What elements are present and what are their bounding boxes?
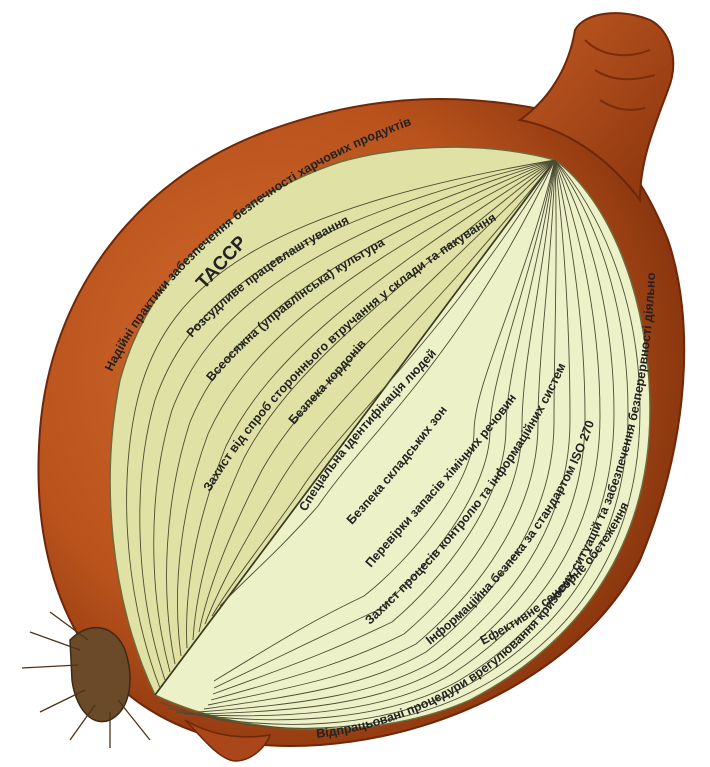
onion-root: [70, 628, 130, 722]
